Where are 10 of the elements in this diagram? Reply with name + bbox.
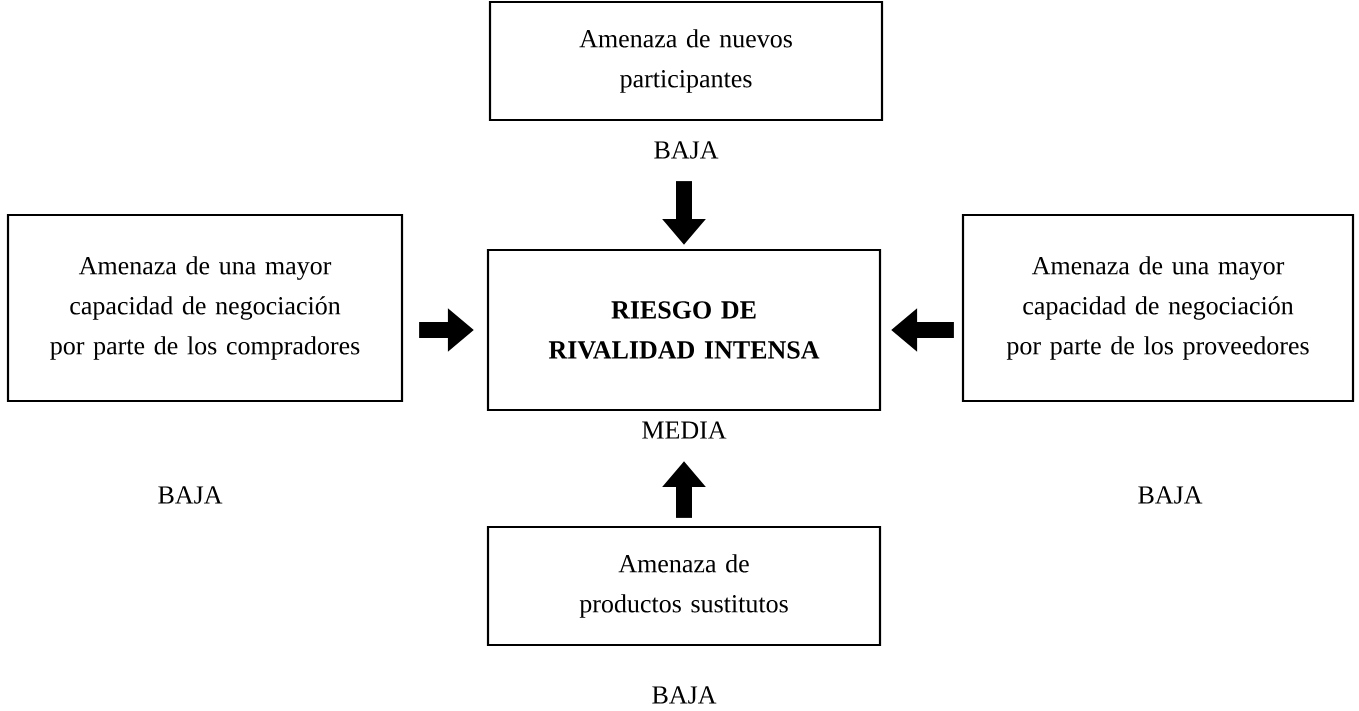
level-label: BAJA xyxy=(158,486,223,504)
text-box: Amenaza de nuevos participantes xyxy=(488,0,884,122)
level-label: BAJA xyxy=(654,141,719,159)
level-label: MEDIA xyxy=(642,421,727,439)
text-box: Amenaza de una mayor capacidad de negociación por parte de los proveedores xyxy=(961,213,1355,403)
level-label: BAJA xyxy=(652,686,717,704)
level-label: BAJA xyxy=(1138,486,1203,504)
text-box: Amenaza de productos sustitutos xyxy=(486,525,882,647)
text-box: Amenaza de una mayor capacidad de negociación por parte de los compradores xyxy=(6,213,404,403)
text-box: RIESGO DE RIVALIDAD INTENSA xyxy=(486,248,882,412)
